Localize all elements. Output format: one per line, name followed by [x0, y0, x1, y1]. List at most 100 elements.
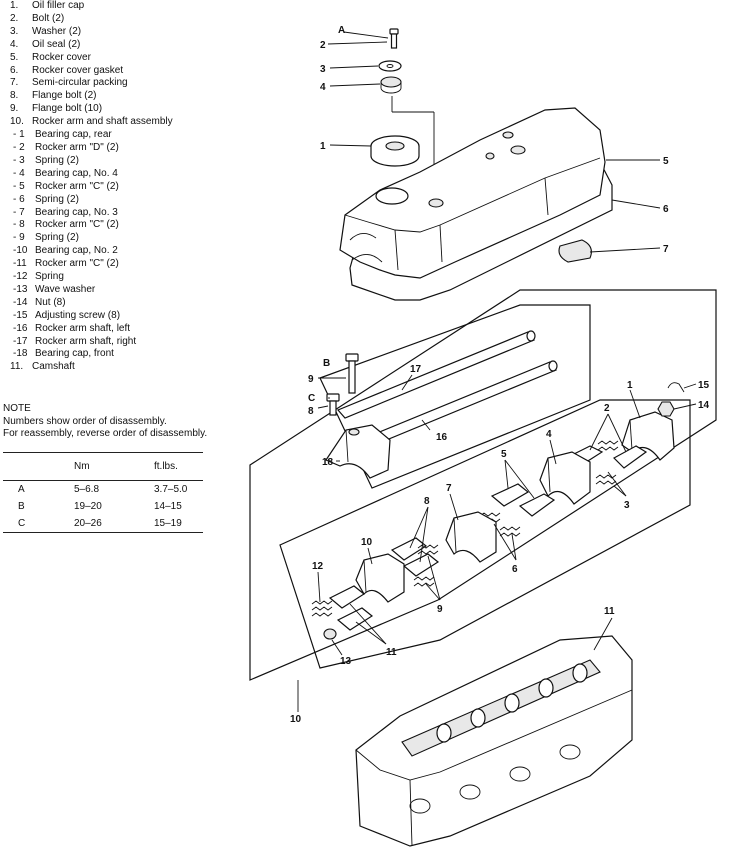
torque-header-row: Nm ft.lbs. [3, 452, 203, 481]
legend-item-number: 1. [10, 0, 19, 11]
torque-row: C 20–26 15–19 [3, 515, 203, 533]
callout-label: 13 [340, 656, 352, 667]
callout-label: 10 [290, 714, 302, 725]
legend-item-number: - 6 [13, 193, 25, 205]
legend-item-text: Rocker arm "C" (2) [35, 180, 119, 192]
legend-item: - 6 Spring (2) [10, 194, 230, 207]
note-line-1: Numbers show order of disassembly. [3, 415, 167, 427]
bearing-cap-no2 [355, 553, 405, 603]
legend-item: 1. Oil filler cap [10, 0, 230, 13]
legend-item-text: Rocker arm shaft, right [35, 335, 137, 347]
legend-item: - 2 Rocker arm "D" (2) [10, 142, 230, 155]
legend-item: 9.Flange bolt (10) [10, 103, 230, 116]
rocker-cover [339, 107, 606, 279]
nut-part [657, 401, 675, 417]
callout-label: B [323, 358, 330, 369]
legend-item: 10.Rocker arm and shaft assembly [10, 116, 230, 129]
legend-item-text: Oil filler cap [32, 0, 85, 11]
callout-label: 5 [663, 156, 669, 167]
torque-cell: C [18, 518, 26, 529]
legend-item-text: Rocker arm "C" (2) [35, 219, 119, 231]
callout-label: C [308, 393, 315, 404]
callout-label: 4 [320, 82, 326, 93]
torque-row: B 19–20 14–15 [3, 498, 203, 515]
rocker-arm-c-11 [328, 585, 374, 631]
callout-label: 7 [446, 483, 452, 494]
leader-lines [317, 31, 697, 656]
callout-label: 11 [604, 606, 615, 617]
legend-item-text: Wave washer [35, 283, 96, 295]
flange-bolt-short [326, 393, 340, 416]
oil-filler-cap [370, 135, 420, 167]
callout-label: 5 [501, 449, 507, 460]
legend-item-number: -16 [13, 322, 28, 334]
legend-item-number: 9. [10, 103, 19, 115]
legend-item-text: Bolt (2) [32, 12, 65, 24]
legend-item-number: -15 [13, 309, 28, 321]
callout-label: 3 [320, 64, 326, 75]
legend-item-number: - 2 [13, 141, 25, 153]
torque-header-cell: Nm [74, 452, 154, 481]
callout-labels: A 2 3 4 1 5 6 7 B 9 C 8 17 16 18 1 15 14… [290, 25, 710, 725]
legend-item-number: - 9 [13, 232, 25, 244]
legend-item-number: - 3 [13, 154, 25, 166]
wave-washer [323, 628, 337, 640]
callout-label: 9 [437, 604, 443, 615]
legend-item-number: - 7 [13, 206, 25, 218]
bolt-part [389, 28, 399, 49]
legend-item-text: Rocker arm "D" (2) [35, 141, 119, 153]
bearing-cap-no3 [445, 511, 497, 563]
legend-item: - 4 Bearing cap, No. 4 [10, 168, 230, 181]
torque-cell: B [18, 501, 25, 512]
callout-label: 17 [410, 364, 422, 375]
legend-item-text: Spring (2) [35, 193, 79, 205]
oil-seal-part [380, 76, 402, 94]
callout-label: 16 [436, 432, 448, 443]
callout-label: 8 [424, 496, 430, 507]
legend-item: 4. Oil seal (2) [10, 39, 230, 52]
legend-item: 11.Camshaft [10, 361, 230, 374]
callout-label: 2 [604, 403, 610, 414]
legend-item: 7.Semi-circular packing [10, 77, 230, 90]
note-title: NOTE [3, 403, 31, 414]
legend-item-number: 7. [10, 77, 19, 89]
torque-cell: 19–20 [74, 501, 102, 512]
legend-item-text: Bearing cap, No. 2 [35, 245, 118, 257]
torque-cell: 3.7–5.0 [154, 484, 188, 495]
legend-item-text: Bearing cap, No. 3 [35, 206, 118, 218]
legend-item-number: - 4 [13, 167, 25, 179]
legend-item-number: -11 [13, 258, 27, 270]
legend-item: 3.Washer (2) [10, 26, 230, 39]
legend-item-number: 2. [10, 12, 19, 24]
legend-item-text: Oil seal (2) [32, 38, 81, 50]
legend-item-text: Bearing cap, No. 4 [35, 167, 118, 179]
torque-cell: 15–19 [154, 518, 182, 529]
callout-label: 1 [320, 141, 326, 152]
callout-label: 3 [624, 500, 630, 511]
torque-cell: 14–15 [154, 501, 182, 512]
callout-label: 6 [663, 204, 669, 215]
assembly-frame-outer [249, 289, 717, 681]
legend-item-number: 4. [10, 38, 19, 50]
callout-label: A [338, 25, 345, 36]
rocker-arm-c-5 [490, 483, 556, 517]
washer-part [378, 60, 402, 72]
torque-cell: A [18, 484, 25, 495]
note-line-2: For reassembly, reverse order of disasse… [3, 428, 208, 439]
legend-item-text: Spring (2) [35, 154, 79, 166]
legend-item: - 3 Spring (2) [10, 155, 230, 168]
legend-item-number: 6. [10, 64, 19, 76]
legend-item-text: Rocker cover gasket [32, 64, 124, 76]
legend-item: 8.Flange bolt (2) [10, 90, 230, 103]
callout-label: 11 [386, 647, 397, 658]
legend-item: - 7 Bearing cap, No. 3 [10, 207, 230, 220]
legend-item-text: Bearing cap, front [35, 348, 114, 360]
legend-item-text: Rocker arm and shaft assembly [32, 116, 173, 128]
legend-item-number: -18 [13, 348, 28, 360]
